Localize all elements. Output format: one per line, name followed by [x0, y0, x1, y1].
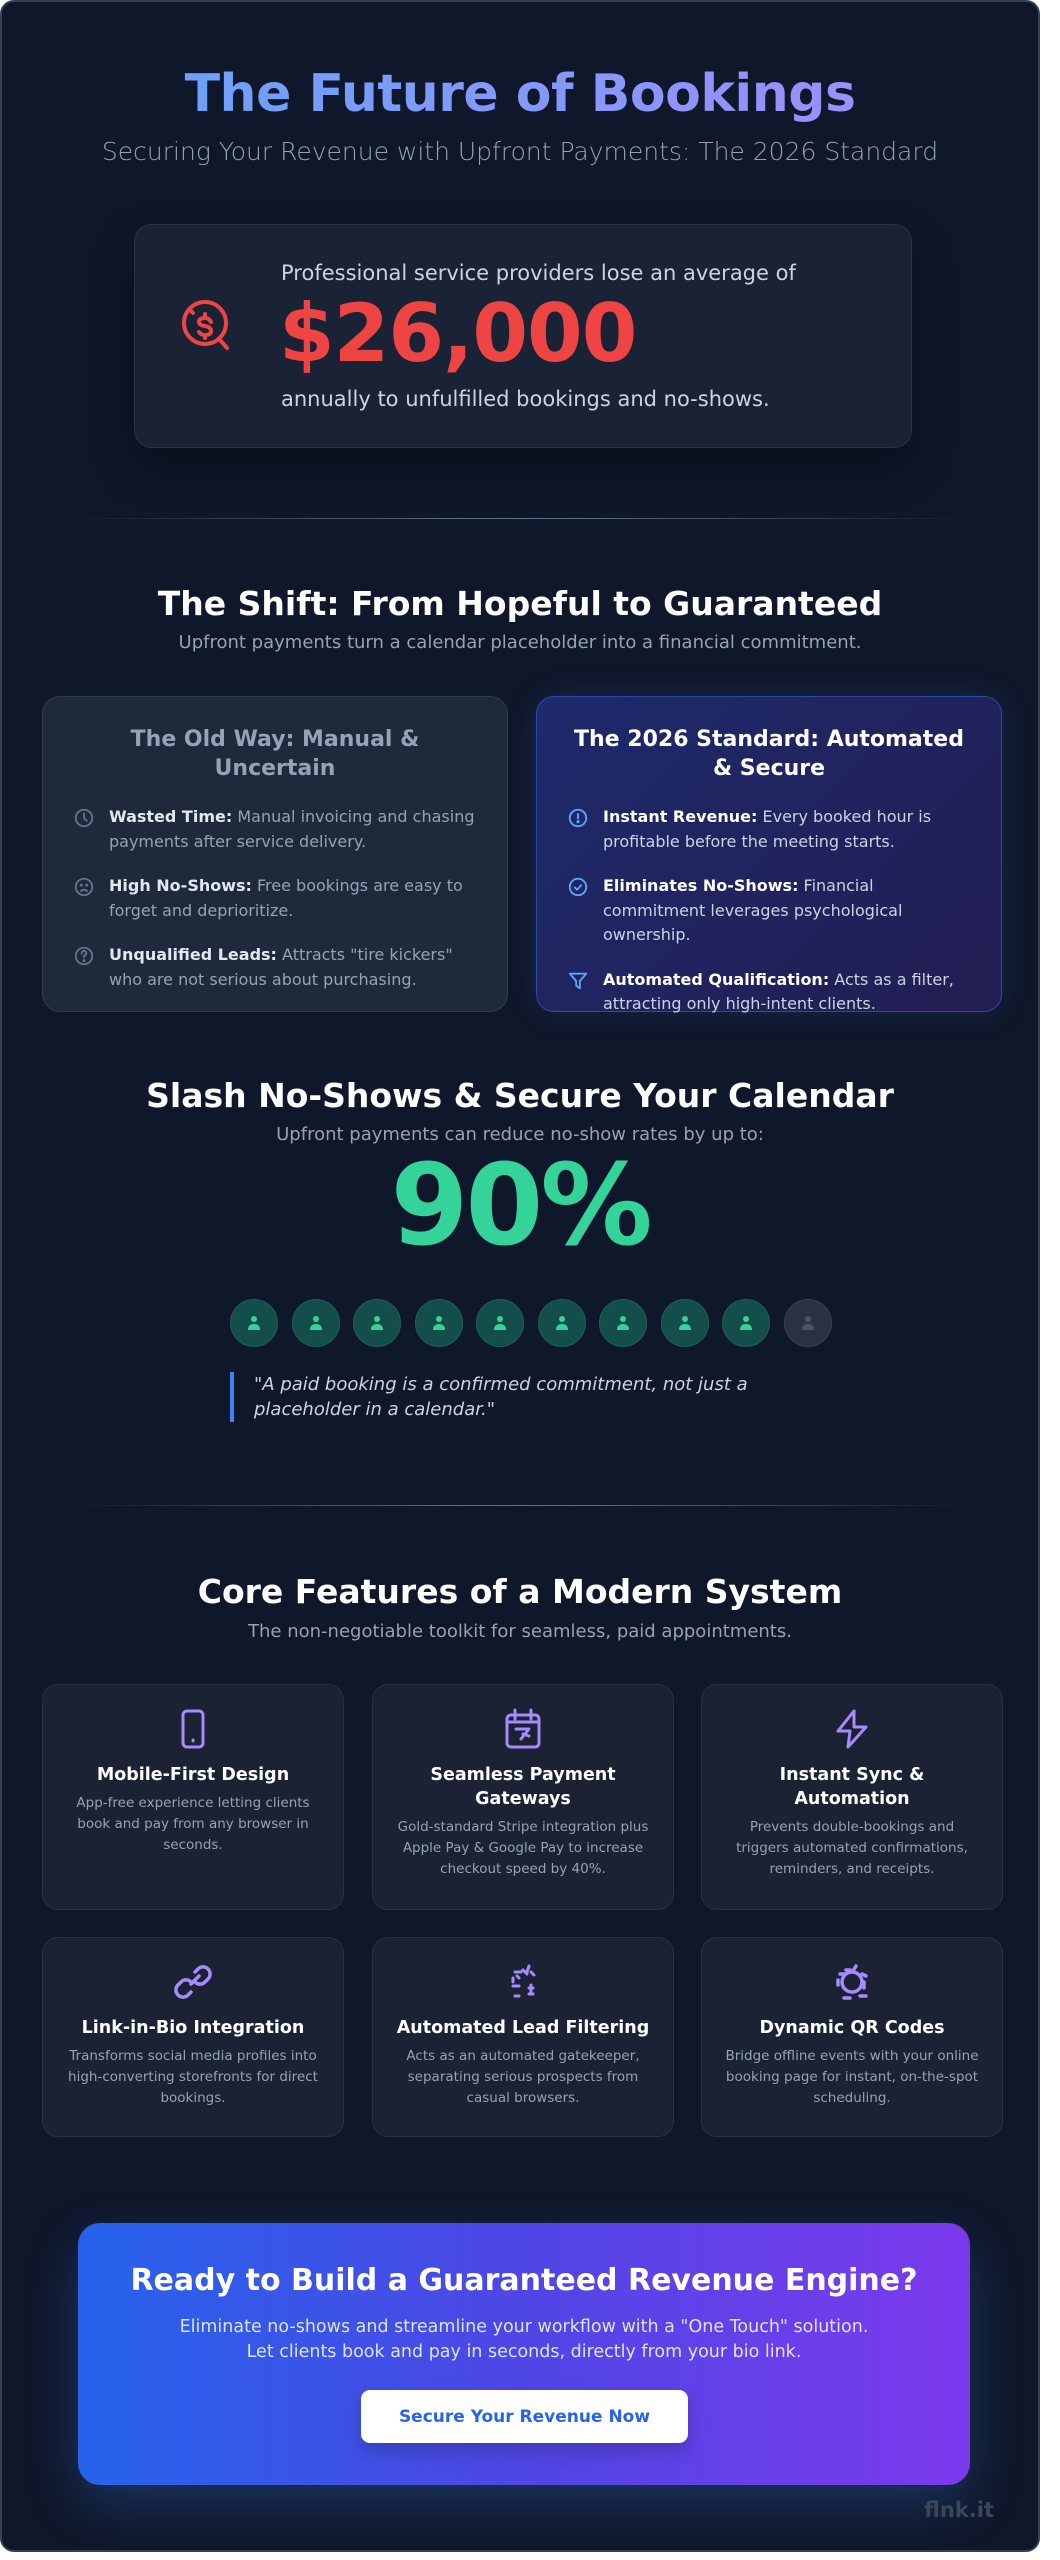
link-icon	[174, 1965, 212, 1999]
calendar-payment-icon	[505, 1708, 541, 1749]
person-active-icon	[414, 1299, 463, 1347]
people-indicator	[230, 1299, 832, 1347]
old-way-title: The Old Way: Manual & Uncertain	[130, 727, 420, 781]
noshow-title: Slash No-Shows & Secure Your Calendar	[146, 1076, 894, 1115]
lightning-bolt-icon	[836, 1709, 868, 1749]
page-subtitle: Securing Your Revenue with Upfront Payme…	[101, 137, 939, 166]
stat-intro-text: Professional service providers lose an a…	[281, 261, 796, 285]
check-circle-icon	[568, 877, 588, 897]
new-item-text: Acts as a filter, attracting only high-i…	[603, 969, 954, 1014]
old-way-item: Unqualified Leads: Attracts "tire kicker…	[71, 943, 479, 992]
feature-desc: Bridge offline events with your online b…	[725, 2048, 979, 2106]
infographic-frame: The Future of Bookings Securing Your Rev…	[0, 0, 1040, 2552]
revenue-loss-card: Professional service providers lose an a…	[134, 224, 912, 448]
feature-card: Automated Lead Filtering Acts as an auto…	[372, 1937, 674, 2137]
new-item-text: Every booked hour is profitable before t…	[603, 807, 932, 851]
person-active-icon	[722, 1299, 770, 1347]
question-circle-icon	[74, 946, 94, 966]
features-title: Core Features of a Modern System	[197, 1572, 843, 1611]
alert-circle-icon	[568, 808, 588, 828]
qr-code-icon	[836, 1964, 868, 2000]
noshow-subtitle: Upfront payments can reduce no-show rate…	[276, 1124, 764, 1145]
stat-value: $26,000	[279, 287, 637, 380]
cta-title: Ready to Build a Guaranteed Revenue Engi…	[130, 2263, 918, 2298]
old-item-label: Wasted Time:	[109, 807, 233, 826]
feature-card: Dynamic QR Codes Bridge offline events w…	[701, 1937, 1003, 2137]
old-item-label: High No-Shows:	[109, 876, 252, 895]
feature-title: Link-in-Bio Integration	[81, 2018, 305, 2038]
page-title: The Future of Bookings	[2, 64, 1038, 124]
old-item-text: Free bookings are easy to forget and dep…	[109, 876, 463, 920]
person-active-icon	[660, 1299, 709, 1347]
filter-gate-icon	[511, 1964, 536, 1998]
feature-title: Instant Sync & Automation	[779, 1765, 925, 1809]
feature-card: Seamless Payment Gateways Gold-standard …	[372, 1684, 674, 1910]
new-way-card: The 2026 Standard: Automated & Secure In…	[536, 696, 1002, 1013]
new-item-text: Financial commitment leverages psycholog…	[603, 876, 903, 944]
sad-face-icon	[74, 877, 94, 897]
features-subtitle: The non-negotiable toolkit for seamless,…	[248, 1621, 792, 1642]
old-item-text: Manual invoicing and chasing payments af…	[109, 807, 475, 851]
person-active-icon	[291, 1299, 340, 1347]
new-item-label: Instant Revenue:	[603, 807, 758, 826]
old-item-label: Unqualified Leads:	[109, 945, 277, 964]
shift-subtitle: Upfront payments turn a calendar placeho…	[178, 632, 862, 653]
section-divider	[62, 518, 978, 519]
feature-title: Dynamic QR Codes	[759, 2018, 945, 2038]
search-dollar-icon	[182, 300, 229, 350]
feature-desc: Acts as an automated gatekeeper, separat…	[406, 2048, 640, 2106]
person-active-icon	[230, 1299, 278, 1347]
old-way-item: High No-Shows: Free bookings are easy to…	[71, 874, 479, 923]
new-way-item: Eliminates No-Shows: Financial commitmen…	[565, 874, 973, 948]
person-inactive-icon	[783, 1299, 832, 1347]
feature-card: Instant Sync & Automation Prevents doubl…	[701, 1684, 1003, 1910]
feature-card: Mobile-First Design App-free experience …	[42, 1684, 344, 1910]
feature-title: Seamless Payment Gateways	[430, 1765, 616, 1809]
feature-desc: Prevents double-bookings and triggers au…	[736, 1819, 968, 1877]
old-way-item: Wasted Time: Manual invoicing and chasin…	[71, 805, 479, 854]
filter-icon	[568, 972, 588, 989]
feature-desc: Transforms social media profiles into hi…	[68, 2048, 318, 2106]
cta-banner: Ready to Build a Guaranteed Revenue Engi…	[78, 2223, 970, 2485]
person-active-icon	[599, 1299, 647, 1347]
new-way-title: The 2026 Standard: Automated & Secure	[574, 727, 964, 781]
new-item-label: Automated Qualification:	[603, 969, 830, 989]
shift-title: The Shift: From Hopeful to Guaranteed	[157, 584, 883, 623]
feature-title: Automated Lead Filtering	[396, 2018, 650, 2038]
feature-card: Link-in-Bio Integration Transforms socia…	[42, 1937, 344, 2137]
new-way-item: Instant Revenue: Every booked hour is pr…	[565, 805, 973, 854]
brand-watermark: flnk.it	[924, 2498, 994, 2522]
pull-quote: "A paid booking is a confirmed commitmen…	[230, 1372, 814, 1422]
secure-revenue-button[interactable]: Secure Your Revenue Now	[361, 2390, 688, 2443]
new-way-item: Automated Qualification: Acts as a filte…	[565, 968, 973, 1017]
section-divider	[62, 1505, 978, 1506]
feature-desc: Gold-standard Stripe integration plus Ap…	[397, 1819, 649, 1877]
clock-icon	[74, 808, 94, 828]
person-active-icon	[476, 1299, 524, 1347]
feature-desc: App-free experience letting clients book…	[76, 1795, 310, 1853]
person-active-icon	[537, 1299, 586, 1347]
mobile-phone-icon	[181, 1709, 205, 1749]
new-item-label: Eliminates No-Shows:	[603, 876, 799, 895]
cta-description: Eliminate no-shows and streamline your w…	[179, 2317, 869, 2362]
old-item-text: Attracts "tire kickers" who are not seri…	[109, 945, 453, 989]
person-active-icon	[353, 1299, 401, 1347]
old-way-card: The Old Way: Manual & Uncertain Wasted T…	[42, 696, 508, 1012]
stat-outro-text: annually to unfulfilled bookings and no-…	[281, 387, 770, 411]
feature-title: Mobile-First Design	[96, 1765, 290, 1785]
noshow-percent: 90%	[390, 1141, 652, 1271]
